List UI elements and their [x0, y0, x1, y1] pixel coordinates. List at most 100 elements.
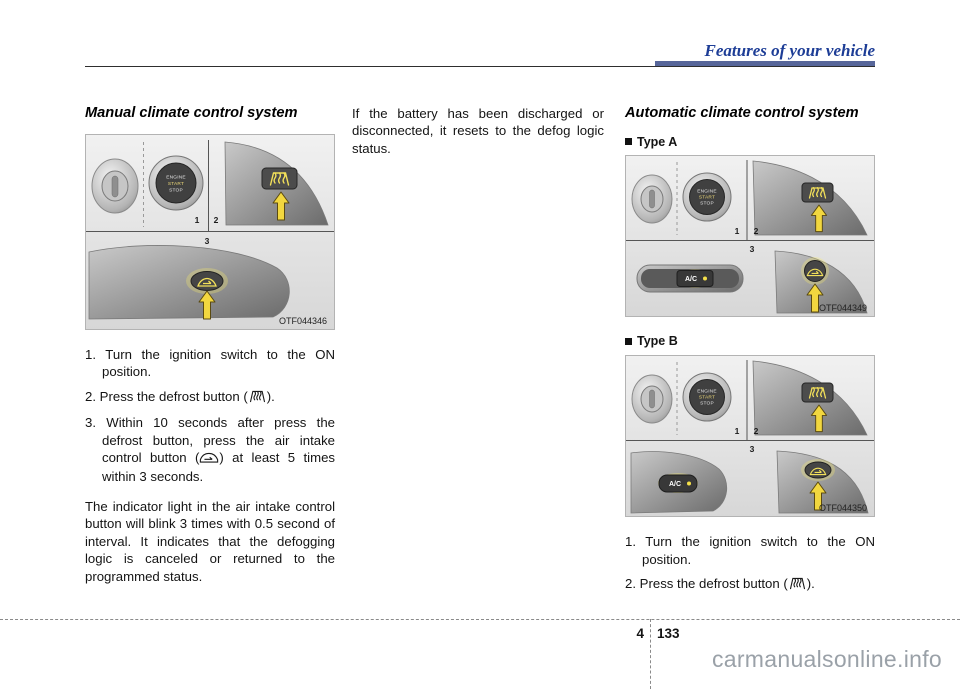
- type-a-label-row: Type A: [625, 134, 875, 151]
- air-intake-button-glyph: [197, 277, 217, 287]
- start-label: START: [699, 195, 715, 201]
- ignition-knob: [631, 374, 673, 424]
- yellow-arrow-icon: [198, 290, 216, 319]
- ac-strip-panel: A/C: [636, 264, 744, 293]
- defrost-button-glyph: [808, 187, 827, 199]
- instruction-step: 2. Press the defrost button ().: [625, 575, 875, 594]
- step-text: ).: [806, 576, 815, 592]
- instruction-step: 1. Turn the ignition switch to the ON po…: [85, 346, 335, 381]
- type-b-label-row: Type B: [625, 333, 875, 350]
- defrost-icon: [248, 390, 267, 407]
- square-bullet-icon: [625, 138, 632, 146]
- yellow-arrow-icon: [809, 481, 827, 511]
- step-number: 2.: [85, 388, 96, 404]
- page-number: 133: [657, 626, 680, 641]
- step-text: ).: [266, 388, 275, 404]
- engine-start-stop-button: ENGINE START STOP: [148, 155, 204, 210]
- defrost-icon: [788, 577, 807, 594]
- square-bullet-icon: [625, 338, 632, 346]
- stop-label: STOP: [700, 201, 714, 207]
- ac-wedge-panel: A/C: [630, 451, 727, 514]
- section-heading-automatic: Automatic climate control system: [625, 105, 859, 121]
- page-title: Features of your vehicle: [704, 41, 875, 60]
- callout-3: 3: [750, 244, 755, 254]
- manual-steps: 1. Turn the ignition switch to the ON po…: [85, 346, 335, 486]
- air-intake-button-glyph: [809, 467, 827, 476]
- step-number: 1.: [625, 534, 636, 550]
- footer-vertical-divider: [650, 619, 651, 689]
- header-accent-bar: [655, 61, 875, 66]
- column-middle: If the battery has been discharged or di…: [352, 105, 604, 167]
- air-intake-button-glyph: [806, 268, 824, 277]
- figure-manual-climate: ENGINE START STOP: [85, 133, 335, 334]
- section-heading-manual: Manual climate control system: [85, 105, 298, 121]
- defrost-button-glyph: [808, 386, 827, 399]
- step-number: 2.: [625, 576, 636, 592]
- callout-1: 1: [735, 226, 740, 236]
- figure-code: OTF044349: [819, 303, 867, 313]
- step-text: ) at least 5 times within 3 seconds.: [102, 450, 336, 485]
- instruction-step: 2. Press the defrost button ().: [85, 388, 335, 407]
- instruction-step: 1. Turn the ignition switch to the ON po…: [625, 533, 875, 568]
- ac-indicator-light: [703, 276, 707, 281]
- figure-manual-svg: ENGINE START STOP: [85, 133, 335, 330]
- engine-start-stop-button: ENGINE START STOP: [682, 172, 732, 222]
- yellow-arrow-icon: [810, 404, 828, 432]
- defrost-button-glyph: [269, 171, 290, 186]
- column-left: Manual climate control system: [85, 105, 335, 595]
- battery-note-paragraph: If the battery has been discharged or di…: [352, 106, 604, 156]
- callout-3: 3: [750, 444, 755, 454]
- air-intake-panel: [88, 244, 290, 319]
- column-right: Automatic climate control system Type A: [625, 105, 875, 602]
- callout-2: 2: [214, 215, 219, 225]
- ac-button-label: A/C: [685, 276, 697, 283]
- yellow-arrow-icon: [810, 204, 828, 233]
- air-intake-panel: [776, 450, 869, 514]
- air-intake-panel: [774, 250, 868, 314]
- engine-start-stop-button: ENGINE START STOP: [682, 372, 732, 422]
- step-text: Press the defrost button (: [99, 388, 248, 404]
- callout-1: 1: [195, 215, 200, 225]
- callout-1: 1: [735, 426, 740, 436]
- type-b-label: Type B: [637, 334, 678, 349]
- type-a-label: Type A: [637, 134, 678, 149]
- air-intake-icon: [199, 451, 219, 468]
- callout-2: 2: [754, 426, 759, 436]
- figure-type-a: ENGINE START STOP: [625, 155, 875, 321]
- callout-2: 2: [754, 226, 759, 236]
- yellow-arrow-icon: [806, 283, 824, 313]
- manual-paragraph: The indicator light in the air intake co…: [85, 498, 335, 584]
- watermark: carmanualsonline.info: [711, 646, 942, 672]
- figure-code: OTF044350: [819, 503, 867, 513]
- stop-label: STOP: [700, 400, 714, 406]
- step-text: Turn the ignition switch to the ON posit…: [642, 534, 875, 567]
- start-label: START: [168, 181, 184, 187]
- figure-type-a-svg: ENGINE START STOP: [625, 155, 875, 317]
- step-text: Within 10 seconds after press the defros…: [102, 415, 335, 466]
- step-text: Turn the ignition switch to the ON posit…: [102, 346, 335, 380]
- header-rule: [85, 66, 875, 67]
- instruction-step: 3. Within 10 seconds after press the def…: [85, 414, 335, 486]
- ac-indicator-light: [687, 481, 691, 486]
- defrost-panel: [752, 160, 868, 236]
- figure-code: OTF044346: [279, 316, 327, 326]
- figure-type-b: ENGINE START STOP: [625, 354, 875, 521]
- automatic-steps: 1. Turn the ignition switch to the ON po…: [625, 533, 875, 594]
- figure-type-b-svg: ENGINE START STOP: [625, 354, 875, 517]
- start-label: START: [699, 394, 715, 400]
- step-number: 3.: [85, 415, 96, 431]
- stop-label: STOP: [169, 187, 183, 193]
- ac-button-label: A/C: [669, 481, 681, 488]
- footer-divider: [0, 619, 960, 620]
- step-number: 1.: [85, 346, 96, 362]
- yellow-arrow-icon: [272, 191, 290, 220]
- engine-label: ENGINE: [697, 388, 717, 394]
- ignition-knob: [91, 158, 139, 213]
- engine-label: ENGINE: [166, 174, 186, 180]
- defrost-panel: [752, 360, 868, 436]
- engine-label: ENGINE: [697, 189, 717, 195]
- callout-3: 3: [205, 236, 210, 246]
- ignition-knob: [631, 174, 673, 224]
- defrost-panel: [224, 141, 329, 225]
